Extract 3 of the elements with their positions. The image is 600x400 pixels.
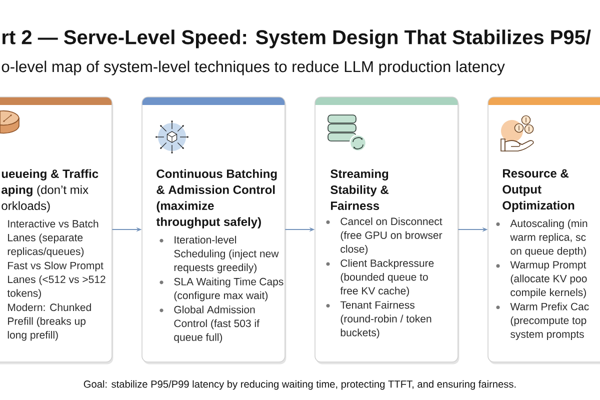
caption: Goal: stabilize P95/P99 latency by reducing waiting time, protecting TTFT, and ensuring fairness. <box>84 380 516 390</box>
subtitle: o-level map of system-level techniques to reduce LLM production latency <box>2 60 505 76</box>
title: rt 2 — Serve-Level Speed: System Design That Stabilizes P95/ <box>2 30 591 48</box>
